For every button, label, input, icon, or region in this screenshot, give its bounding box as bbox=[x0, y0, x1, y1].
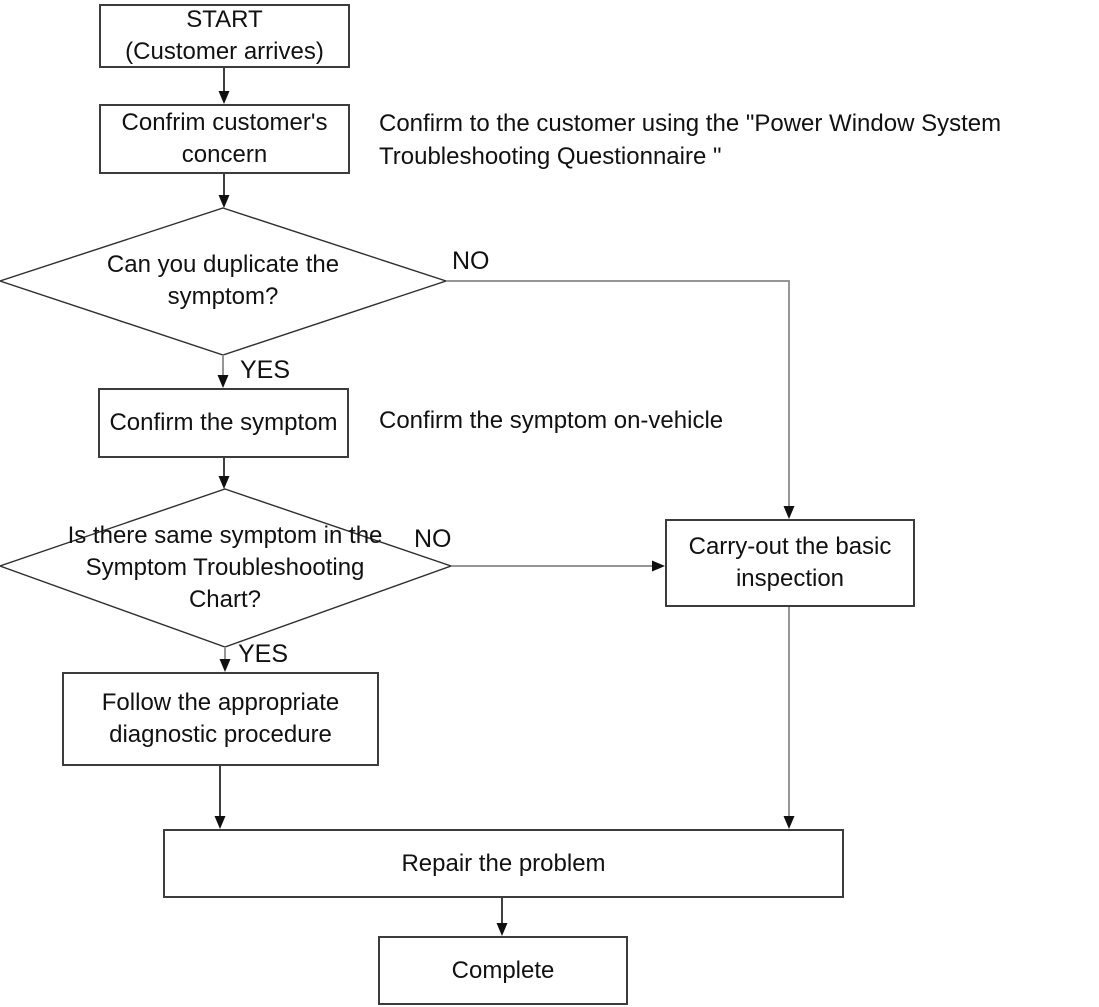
decision-can-duplicate-label: Can you duplicate the symptom? bbox=[106, 251, 340, 310]
node-carry-out: Carry-out the basic inspection bbox=[665, 519, 915, 607]
edge-label-same-yes: YES bbox=[238, 640, 289, 668]
node-follow-procedure: Follow the appropriate diagnostic proced… bbox=[62, 672, 379, 766]
arrowhead-icon bbox=[652, 560, 665, 572]
arrowhead-icon bbox=[217, 375, 229, 388]
node-carry-out-label: Carry-out the basic inspection bbox=[688, 533, 892, 592]
node-follow-procedure-label: Follow the appropriate diagnostic proced… bbox=[101, 689, 340, 748]
arrowhead-icon bbox=[214, 816, 226, 829]
node-start-label: START (Customer arrives) bbox=[125, 6, 324, 65]
node-complete-label: Complete bbox=[451, 956, 555, 984]
edge-label-duplicate-no: NO bbox=[452, 247, 490, 275]
node-repair-label: Repair the problem bbox=[401, 849, 606, 877]
edge-label-duplicate-yes: YES bbox=[240, 356, 291, 384]
node-confirm-concern: Confrim customer's concern bbox=[99, 104, 350, 174]
node-repair: Repair the problem bbox=[163, 829, 844, 898]
edge-duplicate-no-route bbox=[446, 280, 790, 509]
arrowhead-icon bbox=[219, 659, 231, 672]
arrowhead-icon bbox=[218, 91, 230, 104]
note-on-vehicle: Confirm the symptom on-vehicle bbox=[379, 407, 724, 434]
arrowhead-icon bbox=[218, 476, 230, 489]
node-start: START (Customer arrives) bbox=[99, 4, 350, 68]
node-confirm-symptom: Confirm the symptom bbox=[98, 388, 349, 458]
arrowhead-icon bbox=[783, 816, 795, 829]
arrowhead-icon bbox=[496, 923, 508, 936]
note-questionnaire: Confirm to the customer using the "Power… bbox=[379, 110, 1002, 170]
decision-same-symptom-label: Is there same symptom in the Symptom Tro… bbox=[67, 522, 383, 613]
arrowhead-icon bbox=[218, 195, 230, 208]
node-confirm-symptom-label: Confirm the symptom bbox=[109, 409, 338, 436]
node-complete: Complete bbox=[378, 936, 628, 1005]
arrowhead-icon bbox=[783, 506, 795, 519]
node-confirm-concern-label: Confrim customer's concern bbox=[121, 109, 328, 168]
edge-label-same-no: NO bbox=[414, 525, 452, 553]
